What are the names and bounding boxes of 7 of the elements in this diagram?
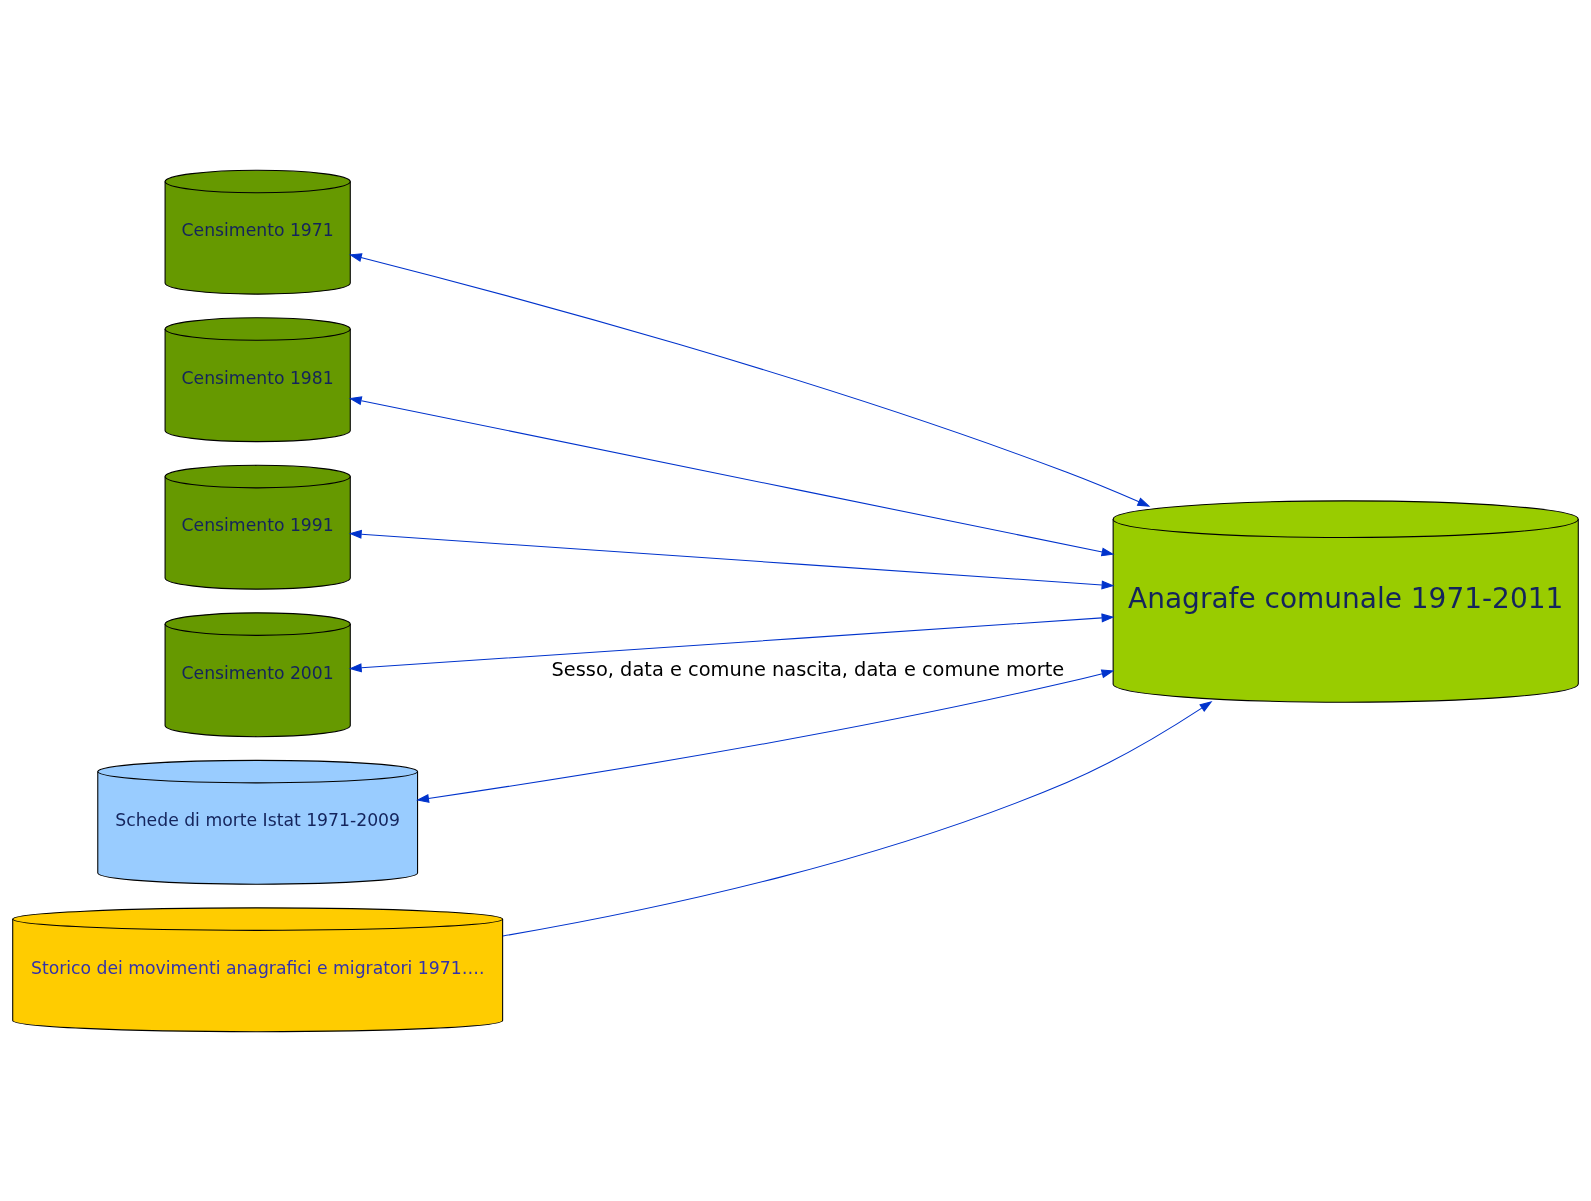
arrow [502,700,1213,937]
arrow [348,612,1115,672]
arrow [348,395,1115,556]
arrow [416,668,1115,803]
edge-label: Sesso, data e comune nascita, data e comune morte [551,657,1065,681]
arrow [348,252,1151,507]
arrow [348,529,1115,589]
